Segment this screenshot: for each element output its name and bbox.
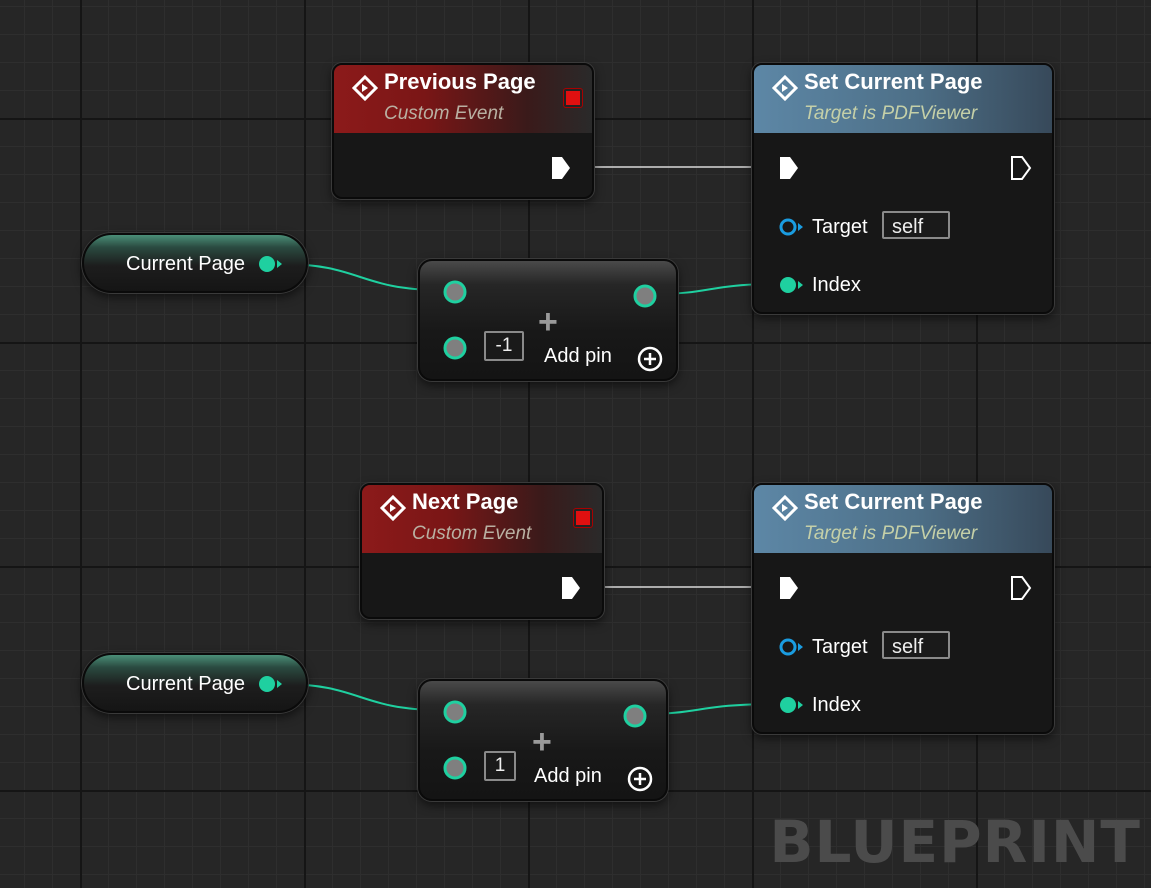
blueprint-watermark: BLUEPRINT bbox=[769, 808, 1141, 876]
custom-event-node-previous-page[interactable]: Previous Page Custom Event bbox=[332, 63, 594, 199]
node-header: Set Current Page Target is PDFViewer bbox=[754, 485, 1052, 553]
exec-out-pin[interactable] bbox=[550, 155, 572, 181]
node-subtitle: Target is PDFViewer bbox=[804, 103, 978, 124]
index-int-pin[interactable] bbox=[778, 695, 806, 715]
node-title: Next Page bbox=[412, 489, 519, 514]
target-pin-label: Target bbox=[812, 636, 868, 658]
variable-out-pin[interactable] bbox=[256, 254, 286, 274]
variable-label: Current Page bbox=[126, 673, 245, 695]
add-pin-label[interactable]: Add pin bbox=[544, 345, 612, 367]
variable-get-current-page[interactable]: Current Page bbox=[82, 653, 308, 713]
variable-get-current-page[interactable]: Current Page bbox=[82, 233, 308, 293]
event-diamond-icon bbox=[380, 495, 406, 521]
target-pin-label: Target bbox=[812, 216, 868, 238]
node-header: Next Page Custom Event bbox=[362, 485, 602, 553]
function-diamond-icon bbox=[772, 75, 798, 101]
add-input-a-pin[interactable] bbox=[442, 279, 468, 305]
plus-icon: + bbox=[538, 303, 558, 341]
add-int-node[interactable]: 1 + Add pin bbox=[418, 679, 668, 801]
operand-input[interactable]: 1 bbox=[484, 751, 516, 781]
node-title: Previous Page bbox=[384, 69, 536, 94]
function-node-set-current-page[interactable]: Set Current Page Target is PDFViewer Tar… bbox=[752, 483, 1054, 734]
add-int-node[interactable]: -1 + Add pin bbox=[418, 259, 678, 381]
exec-out-pin[interactable] bbox=[560, 575, 582, 601]
node-subtitle: Custom Event bbox=[384, 103, 504, 124]
index-int-pin[interactable] bbox=[778, 275, 806, 295]
target-object-pin[interactable] bbox=[778, 637, 806, 657]
exec-out-pin[interactable] bbox=[1010, 575, 1032, 601]
exec-in-pin[interactable] bbox=[778, 575, 800, 601]
variable-out-pin[interactable] bbox=[256, 674, 286, 694]
index-pin-label: Index bbox=[812, 694, 861, 716]
target-self-field[interactable]: self bbox=[882, 631, 950, 659]
event-diamond-icon bbox=[352, 75, 378, 101]
stop-square-icon[interactable] bbox=[574, 509, 592, 527]
add-pin-circle-plus-icon[interactable] bbox=[626, 765, 654, 793]
exec-in-pin[interactable] bbox=[778, 155, 800, 181]
add-output-pin[interactable] bbox=[632, 283, 658, 309]
custom-event-node-next-page[interactable]: Next Page Custom Event bbox=[360, 483, 604, 619]
stop-square-icon[interactable] bbox=[564, 89, 582, 107]
function-node-set-current-page[interactable]: Set Current Page Target is PDFViewer Tar… bbox=[752, 63, 1054, 314]
function-diamond-icon bbox=[772, 495, 798, 521]
node-header: Previous Page Custom Event bbox=[334, 65, 592, 133]
target-self-field[interactable]: self bbox=[882, 211, 950, 239]
add-output-pin[interactable] bbox=[622, 703, 648, 729]
target-object-pin[interactable] bbox=[778, 217, 806, 237]
add-input-b-pin[interactable] bbox=[442, 755, 468, 781]
add-input-b-pin[interactable] bbox=[442, 335, 468, 361]
plus-icon: + bbox=[532, 723, 552, 761]
index-pin-label: Index bbox=[812, 274, 861, 296]
node-title: Set Current Page bbox=[804, 489, 983, 514]
operand-input[interactable]: -1 bbox=[484, 331, 524, 361]
add-pin-circle-plus-icon[interactable] bbox=[636, 345, 664, 373]
add-pin-label[interactable]: Add pin bbox=[534, 765, 602, 787]
node-header: Set Current Page Target is PDFViewer bbox=[754, 65, 1052, 133]
node-title: Set Current Page bbox=[804, 69, 983, 94]
node-subtitle: Target is PDFViewer bbox=[804, 523, 978, 544]
exec-out-pin[interactable] bbox=[1010, 155, 1032, 181]
node-subtitle: Custom Event bbox=[412, 523, 532, 544]
add-input-a-pin[interactable] bbox=[442, 699, 468, 725]
variable-label: Current Page bbox=[126, 253, 245, 275]
